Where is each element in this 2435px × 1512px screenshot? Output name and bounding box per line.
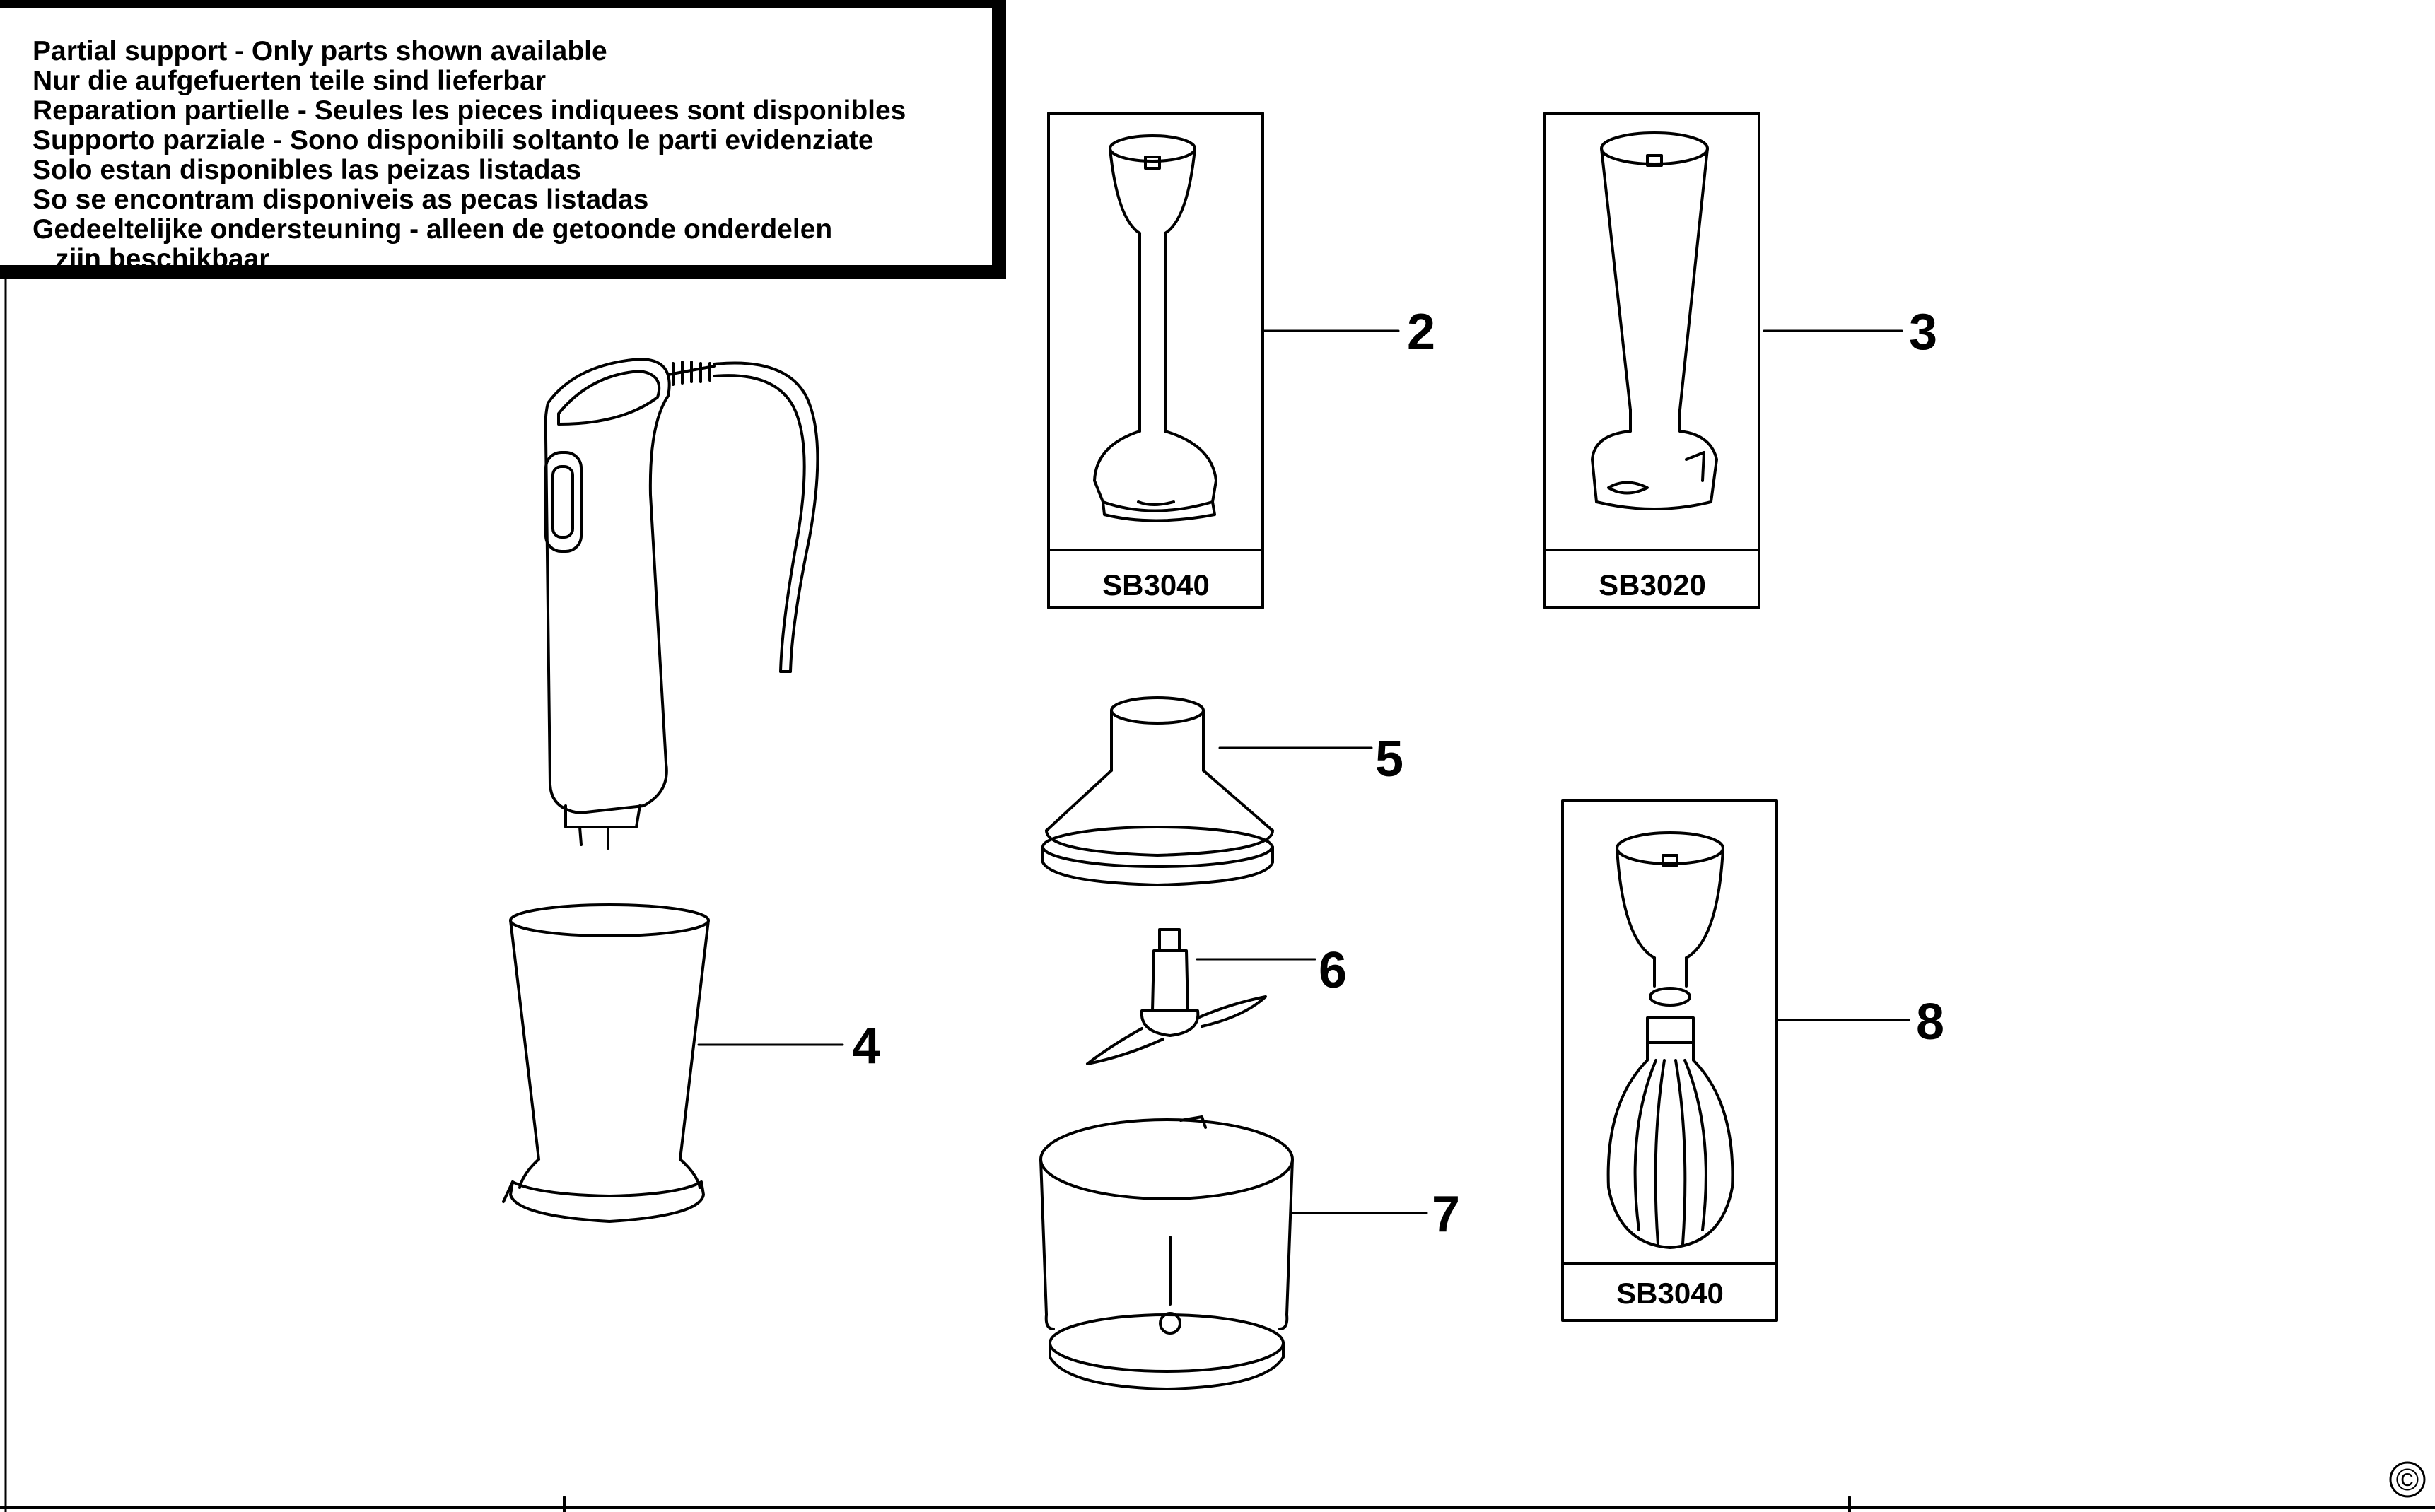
part-4-drawing	[502, 903, 710, 1223]
callout-5: 5	[1375, 731, 1403, 787]
part-6-drawing	[1086, 928, 1267, 1065]
part-5-drawing	[1041, 696, 1274, 886]
callout-8: 8	[1916, 994, 1944, 1050]
notice-line-es: Solo estan disponibles las peizas listad…	[33, 155, 581, 185]
callout-6: 6	[1319, 942, 1347, 999]
notice-line-nl: Gedeeltelijke ondersteuning - alleen de …	[33, 214, 833, 245]
model-label-part-3: SB3020	[1599, 568, 1706, 602]
callout-4: 4	[852, 1018, 880, 1074]
callout-7: 7	[1432, 1186, 1460, 1243]
motor-unit-drawing	[544, 358, 819, 850]
leader-lines	[697, 329, 1910, 1214]
notice-line-it: Supporto parziale - Sono disponibili sol…	[33, 125, 874, 156]
copyright-mark: ©	[2396, 1463, 2419, 1497]
part-2-drawing	[1047, 112, 1264, 609]
copyright-circle	[2389, 1461, 2426, 1498]
part-3-drawing	[1543, 112, 1760, 609]
notice-line-pt: So se encontram disponiveis as pecas lis…	[33, 184, 649, 215]
model-label-part-8: SB3040	[1616, 1277, 1724, 1310]
notice-line-nl-cont: zijn beschikbaar	[55, 244, 270, 274]
notice-line-fr: Reparation partielle - Seules les pieces…	[33, 95, 906, 126]
part-7-drawing	[1039, 1115, 1294, 1390]
notice-line-en: Partial support - Only parts shown avail…	[33, 36, 607, 66]
model-label-part-2: SB3040	[1102, 568, 1210, 602]
availability-notice: Partial support - Only parts shown avail…	[0, 0, 1006, 279]
part-8-drawing	[1561, 799, 1778, 1322]
callout-2: 2	[1407, 304, 1435, 361]
callout-3: 3	[1909, 304, 1937, 361]
notice-line-de: Nur die aufgefuerten teile sind lieferba…	[33, 66, 546, 96]
